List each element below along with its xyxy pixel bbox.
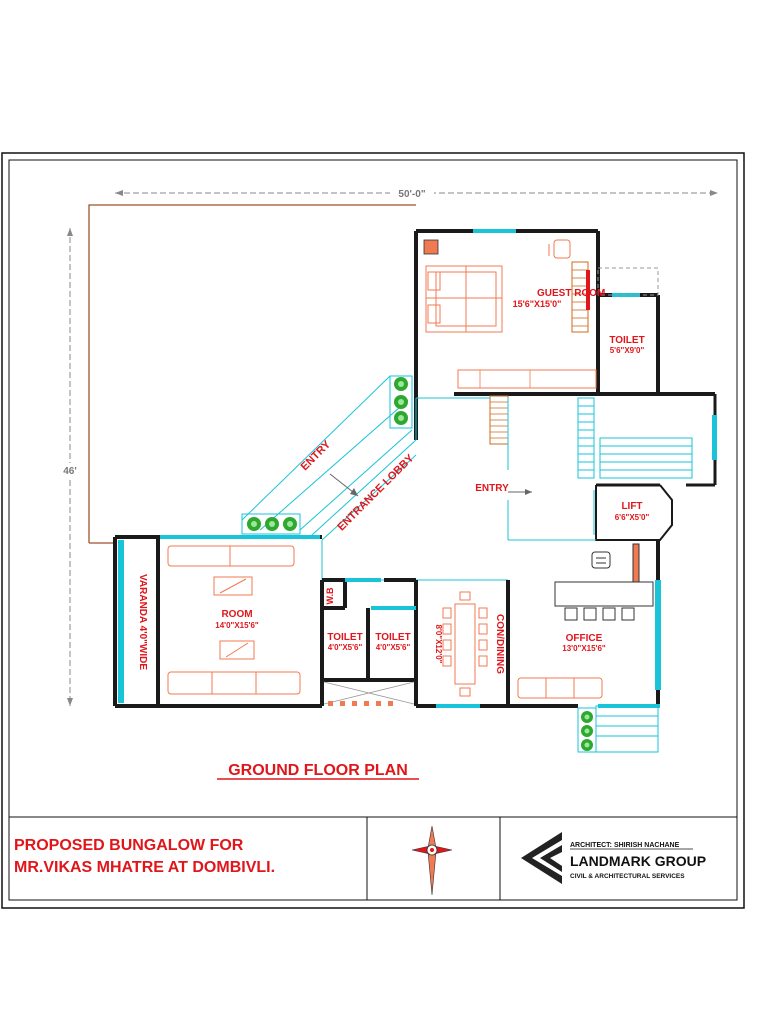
drawing-title: GROUND FLOOR PLAN [228, 762, 408, 779]
steps-icon [328, 701, 393, 706]
guest-room-walls [414, 229, 715, 440]
office-steps-icon [595, 705, 659, 753]
lift-name: LIFT [621, 501, 642, 512]
room-name: ROOM [221, 609, 252, 620]
toilet-a-size: 4'0"X5'6" [328, 643, 363, 652]
lift-size: 6'6"X5'0" [615, 513, 650, 522]
project-line-1: PROPOSED BUNGALOW FOR [14, 837, 244, 854]
architect-name: ARCHITECT: SHIRISH NACHANE [570, 842, 680, 849]
planter-icon [389, 375, 413, 429]
passage-cross [323, 681, 415, 705]
duct-shaft [597, 267, 659, 296]
toilet-guest-name: TOILET [609, 335, 644, 346]
dimension-width-label: 50'-0" [398, 189, 425, 200]
dimension-height-label: 46' [63, 466, 77, 477]
office-size: 13'0"X15'6" [562, 644, 606, 653]
dimension-height: 46' [60, 228, 80, 706]
guest-room-name: GUEST ROOM [537, 288, 605, 299]
lift-shaft [595, 484, 673, 541]
office-sofa-icon [517, 677, 603, 699]
parking-outline [88, 204, 416, 543]
veranda-rail [118, 540, 124, 703]
guest-room-size: 15'6"X15'0" [513, 299, 562, 309]
guest-room-window [473, 229, 516, 233]
entry-lobby-label: ENTRY [299, 438, 334, 473]
toilet-a-name: TOILET [327, 632, 362, 643]
toilet-walls [322, 578, 418, 706]
sheet-border-outer [1, 152, 745, 909]
main-staircase-icon [577, 397, 693, 479]
room-window [160, 535, 320, 539]
north-compass-icon [411, 825, 453, 896]
room-size: 14'0"X15'6" [215, 621, 259, 630]
dining-table-icon [442, 591, 488, 697]
firm-name: LANDMARK GROUP [570, 853, 706, 869]
dining-name: CON/DINING [494, 614, 505, 674]
project-line-2: MR.VIKAS MHATRE AT DOMBIVLI. [14, 859, 275, 876]
toilet-b-size: 4'0"X5'6" [376, 643, 411, 652]
stair-walls [596, 394, 717, 487]
entrance-lobby-label: ENTRANCE LOBBY [335, 452, 417, 534]
dining-walls [416, 580, 510, 708]
firm-services: CIVIL & ARCHITECTURAL SERVICES [570, 873, 685, 880]
side-table-icon [423, 239, 439, 255]
coffee-table-icon [213, 576, 255, 660]
stair-window [712, 415, 717, 460]
toilet-b-name: TOILET [375, 632, 410, 643]
toilet-guest-size: 5'6"X9'0" [610, 346, 645, 355]
wb-label: W.B [325, 587, 335, 604]
chair-icon [548, 239, 571, 259]
sofa-icon [167, 545, 301, 695]
entrance-lobby-walls [241, 375, 596, 581]
bed-icon [425, 265, 503, 333]
entry-main-label: ENTRY [475, 483, 509, 494]
office-desk-icon [554, 543, 654, 621]
landmark-logo-icon [521, 832, 562, 884]
dresser-icon [457, 369, 597, 389]
veranda-name: VARANDA 4'0"WIDE [137, 574, 148, 670]
office-window [655, 580, 661, 690]
office-name: OFFICE [566, 633, 603, 644]
dining-size: 8'0"X12'0" [434, 625, 443, 664]
dimension-width: 50'-0" [115, 187, 718, 200]
planter-lower-icon [241, 513, 301, 535]
sheet-border-inner [8, 159, 738, 901]
office-planter-icon [577, 707, 597, 753]
